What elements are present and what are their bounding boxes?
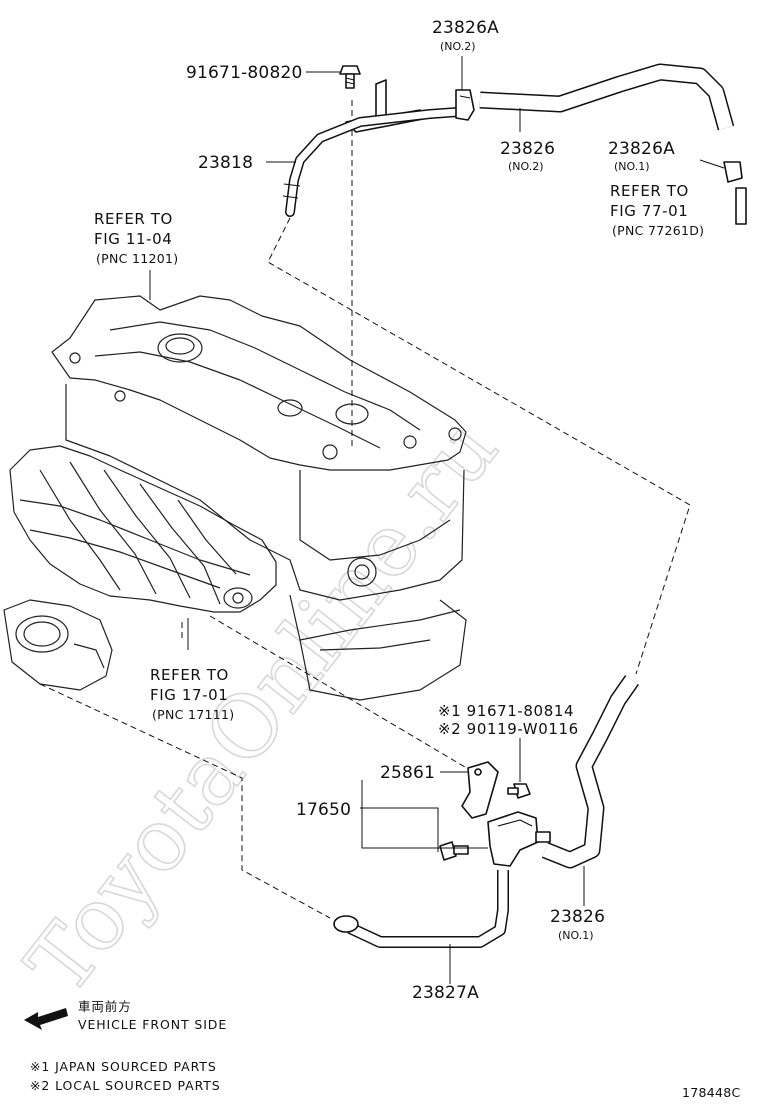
vsv-bracket xyxy=(461,761,499,819)
label-23826A-top-sub: (NO.2) xyxy=(440,40,476,53)
label-refer-77-01-pnc: (PNC 77261D) xyxy=(612,223,704,238)
label-17650: 17650 xyxy=(296,800,351,820)
pipe-23827A[interactable] xyxy=(333,870,509,948)
diagram-id: 178448C xyxy=(682,1085,741,1100)
bolt-91671-80820[interactable] xyxy=(339,65,361,89)
label-refer-11-04-line2: FIG 11-04 xyxy=(94,230,172,248)
label-90119-W0116: ※2 90119-W0116 xyxy=(438,720,579,738)
bolt-small xyxy=(439,841,469,861)
label-refer-77-01-line2: FIG 77-01 xyxy=(610,202,688,220)
label-refer-17-01-pnc: (PNC 17111) xyxy=(152,707,234,722)
reference-dashed-lines xyxy=(39,100,691,919)
label-refer-17-01-line2: FIG 17-01 xyxy=(150,686,228,704)
hose-23826-no2[interactable] xyxy=(479,63,735,131)
front-label-en: VEHICLE FRONT SIDE xyxy=(78,1017,227,1032)
note-local-sourced: ※2 LOCAL SOURCED PARTS xyxy=(30,1078,221,1093)
label-23826-no2-sub: (NO.2) xyxy=(508,160,544,173)
label-23827A: 23827A xyxy=(412,983,479,1003)
pipe-stub-77-01 xyxy=(735,187,747,225)
label-23826-no1: 23826 xyxy=(550,907,605,927)
label-91671-80814: ※1 91671-80814 xyxy=(438,702,574,720)
label-refer-77-01-line1: REFER TO xyxy=(610,182,689,200)
hose-clamp-23826A-no1[interactable] xyxy=(723,161,743,183)
pipe-23818[interactable] xyxy=(282,107,463,217)
label-23826A-no1: 23826A xyxy=(608,139,675,159)
hose-23826-no1[interactable] xyxy=(541,675,639,869)
label-23826A-no1-sub: (NO.1) xyxy=(614,160,650,173)
label-refer-11-04-pnc: (PNC 11201) xyxy=(96,251,178,266)
vehicle-front-arrow-icon xyxy=(24,1008,68,1030)
label-23826A-top: 23826A xyxy=(432,18,499,38)
label-refer-17-01-line1: REFER TO xyxy=(150,666,229,684)
label-23826-no1-sub: (NO.1) xyxy=(558,929,594,942)
engine-assembly-illustration xyxy=(3,295,467,701)
label-25861: 25861 xyxy=(380,763,435,783)
label-23818: 23818 xyxy=(198,153,253,173)
front-label-jp: 車両前方 xyxy=(78,999,132,1014)
hose-clamp-23826A-no2[interactable] xyxy=(455,89,475,121)
label-23826-no2: 23826 xyxy=(500,139,555,159)
bolt-91671-80814[interactable] xyxy=(507,783,531,799)
label-91671-80820: 91671-80820 xyxy=(186,63,303,83)
label-refer-11-04-line1: REFER TO xyxy=(94,210,173,228)
note-japan-sourced: ※1 JAPAN SOURCED PARTS xyxy=(30,1059,217,1074)
vacuum-switching-valve-25861[interactable] xyxy=(487,811,551,867)
leader-lines xyxy=(149,56,725,984)
